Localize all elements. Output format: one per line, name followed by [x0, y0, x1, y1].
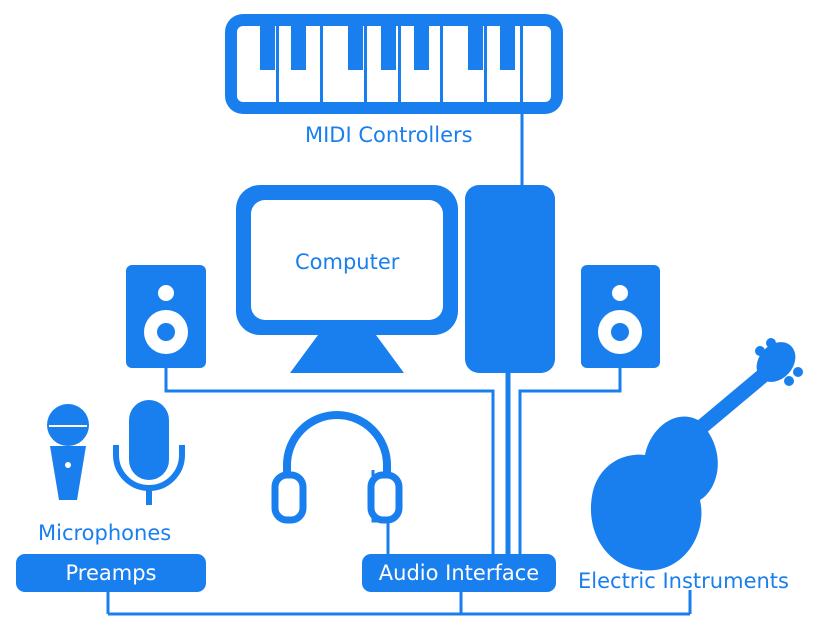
- computer-monitor-icon: [236, 185, 458, 373]
- microphones-label: Microphones: [38, 521, 172, 545]
- studio-monitor-speaker-left-icon: [126, 265, 206, 368]
- preamps-label: Preamps: [16, 554, 206, 592]
- handheld-microphone-icon: [47, 404, 89, 500]
- condenser-microphone-icon: [113, 400, 185, 505]
- audio-interface-label: Audio Interface: [362, 554, 556, 592]
- piano-keyboard-icon: [225, 14, 563, 114]
- midi-controllers-label: MIDI Controllers: [305, 123, 473, 147]
- audio-interface-tower-icon: [465, 185, 555, 373]
- electric-instruments-label: Electric Instruments: [578, 569, 789, 593]
- studio-monitor-speaker-right-icon: [581, 265, 660, 368]
- computer-label: Computer: [295, 250, 400, 274]
- headphones-icon: [271, 411, 403, 524]
- guitar-icon: [590, 338, 803, 571]
